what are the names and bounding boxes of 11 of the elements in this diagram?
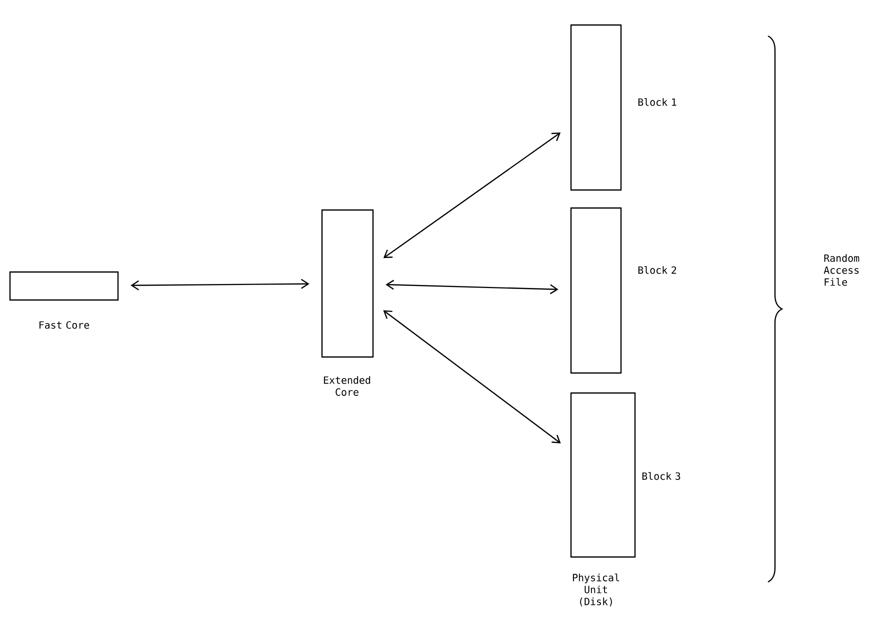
- box-label: Block 3: [642, 472, 680, 480]
- part-label: Random Access File: [824, 254, 860, 286]
- box-label: Fast Core: [40, 321, 90, 329]
- arrow: [386, 280, 558, 294]
- box-label: Block 1: [638, 98, 676, 106]
- arrow: [383, 310, 561, 444]
- part-label: Physical Unit (Disk): [572, 574, 620, 606]
- arrow: [383, 132, 561, 258]
- box-label: Extended Core: [324, 376, 370, 396]
- box-label: Block 2: [638, 266, 676, 274]
- arrow: [130, 278, 310, 290]
